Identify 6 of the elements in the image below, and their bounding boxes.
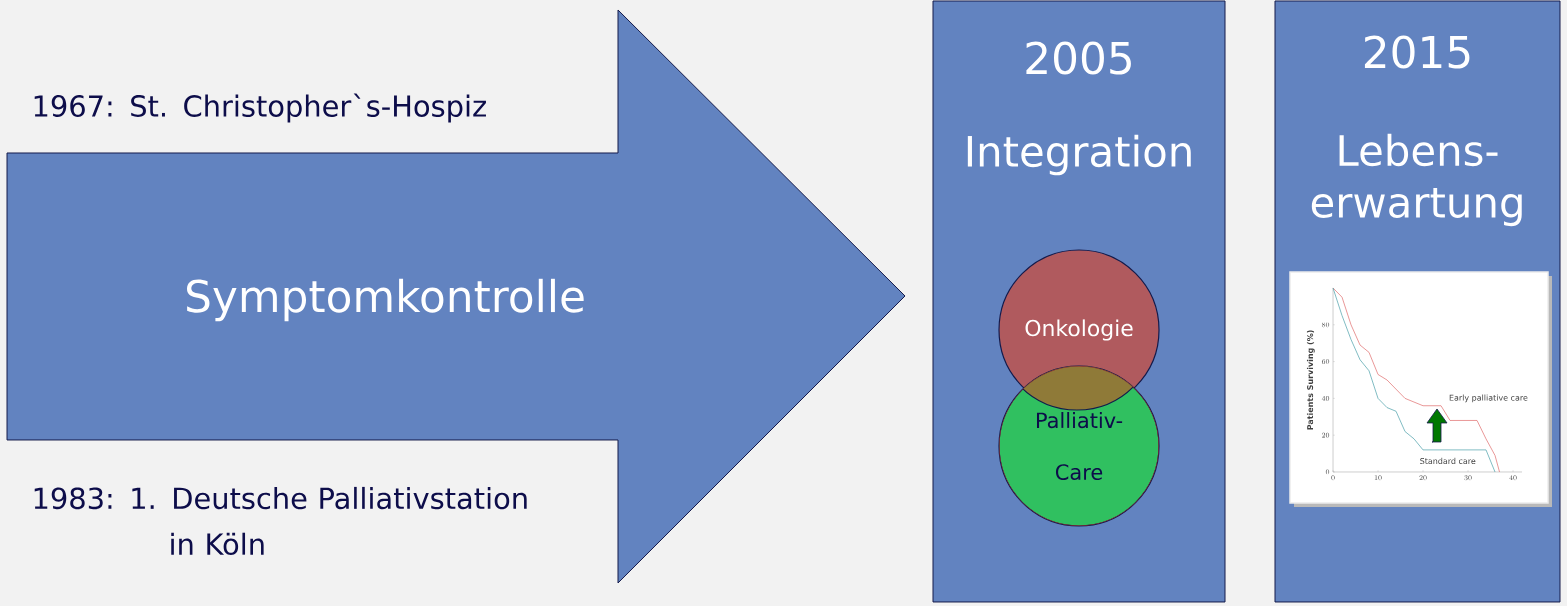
timeline-note: 1983: 1. Deutsche Palliativstation in Köln: [34, 486, 527, 556]
timeline-note: 1967: St. Christopher`s-Hospiz: [34, 93, 486, 123]
panel-heading: Lebens-erwartung: [1311, 133, 1522, 227]
panel-heading: 2005: [1026, 41, 1131, 75]
panel-heading: Integration: [967, 134, 1191, 176]
panel-heading: 2015: [1364, 35, 1470, 69]
